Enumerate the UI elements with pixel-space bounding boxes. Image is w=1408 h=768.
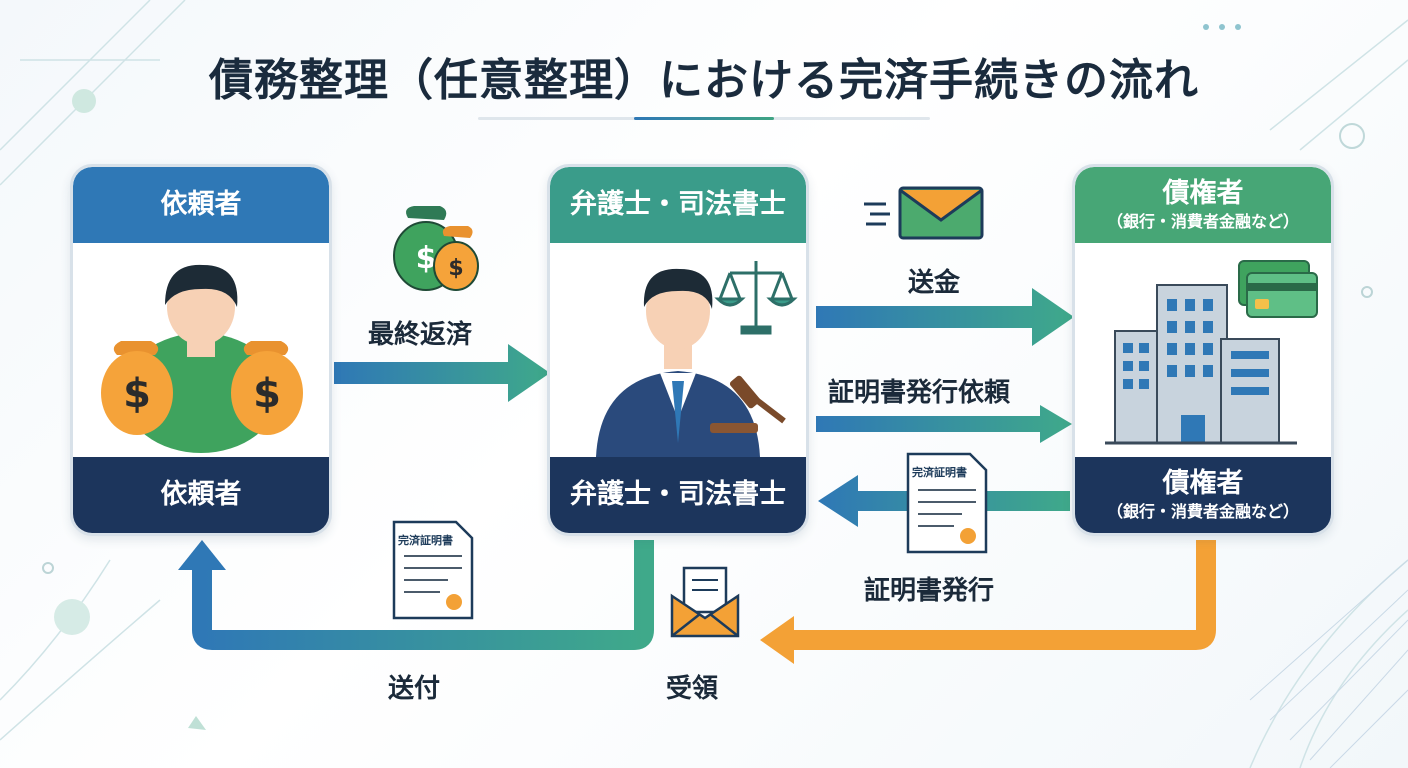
certificate-icon [392,520,474,620]
envelope-icon [864,186,984,240]
lawyer-header-label: 弁護士・司法書士 [570,189,786,220]
certificate-issue-label: 証明書発行 [864,576,995,606]
forwarded-certificate-title: 完済証明書 [398,534,453,547]
title-underline-accent [634,117,774,120]
remittance-arrow [816,288,1074,346]
lawyer-card-footer: 弁護士・司法書士 [550,457,806,533]
client-card: 依頼者 $ $ 依頼者 [70,164,332,536]
creditor-card-header: 債権者 （銀行・消費者金融など） [1075,167,1331,243]
creditor-header-label: 債権者 [1162,178,1244,209]
forwarding-arrowhead [178,540,226,570]
receipt-arrowhead [760,616,794,664]
certificate-icon [906,452,988,554]
creditor-footer-sub: （銀行・消費者金融など） [1106,502,1299,521]
lawyer-footer-label: 弁護士・司法書士 [570,479,786,510]
certificate-request-arrow [816,405,1072,443]
creditor-illustration [1105,260,1318,445]
gavel-icon [710,375,786,433]
svg-text:$: $ [123,371,151,417]
svg-text:$: $ [253,371,281,417]
lawyer-card-header: 弁護士・司法書士 [550,167,806,243]
building-icon [1105,284,1297,445]
svg-text:$: $ [416,241,437,276]
creditor-card: 債権者 （銀行・消費者金融など） [1072,164,1334,536]
creditor-header-sub: （銀行・消費者金融など） [1106,212,1299,231]
client-footer-label: 依頼者 [160,479,242,510]
money-bag-icon: $ [231,341,303,435]
lawyer-card: 弁護士・司法書士 弁護士・司法書士 [547,164,809,536]
scales-of-justice-icon [714,261,798,335]
money-bag-icon: $ [101,341,173,435]
money-bag-icon: $ $ [393,206,479,291]
final-payment-arrow [334,344,550,402]
credit-card-icon [1238,260,1318,318]
client-header-label: 依頼者 [160,189,242,220]
final-payment-label: 最終返済 [368,320,473,350]
svg-text:$: $ [448,256,463,281]
remittance-label: 送金 [908,268,961,298]
issued-certificate-title: 完済証明書 [912,466,967,479]
receipt-arrow [790,540,1216,650]
creditor-card-footer: 債権者 （銀行・消費者金融など） [1075,457,1331,533]
forwarding-arrow [192,540,654,650]
client-card-header: 依頼者 [73,167,329,243]
page-title: 債務整理（任意整理）における完済手続きの流れ [209,55,1199,106]
lawyer-illustration [596,261,798,457]
open-envelope-icon [670,566,740,638]
forwarding-label: 送付 [388,674,441,704]
receipt-label: 受領 [666,674,719,704]
creditor-footer-label: 債権者 [1162,468,1244,499]
client-illustration: $ $ [101,264,303,453]
certificate-request-label: 証明書発行依頼 [828,378,1011,408]
client-card-footer: 依頼者 [73,457,329,533]
